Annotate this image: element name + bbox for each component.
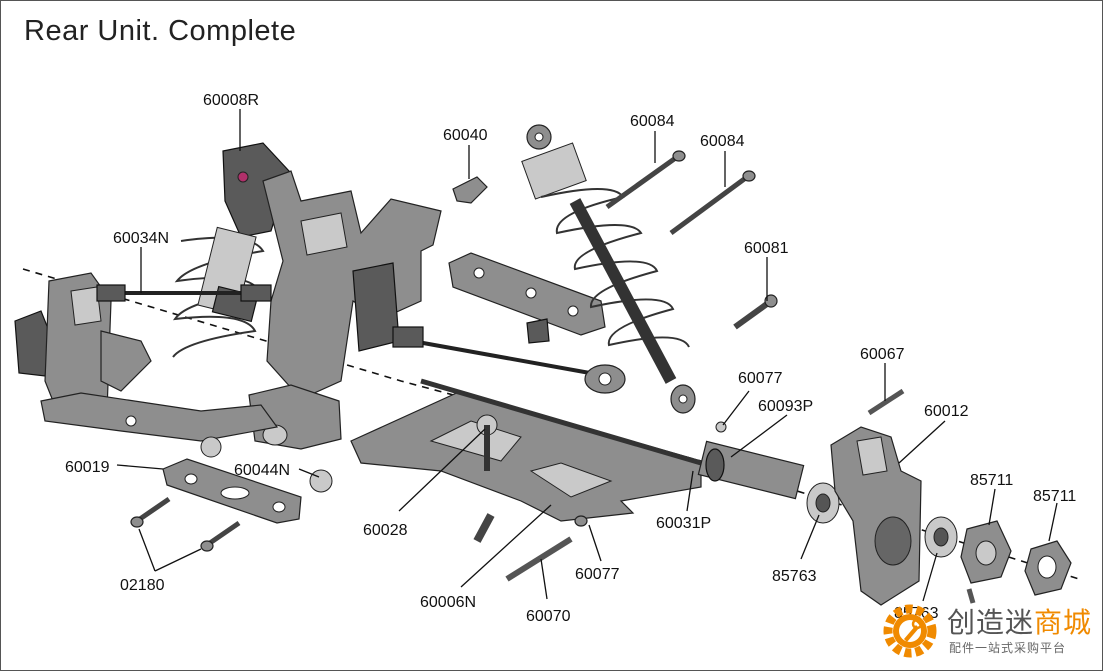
bearing-85763-a (806, 482, 840, 524)
page-title: Rear Unit. Complete (24, 15, 297, 47)
label-60084-a: 60084 (630, 113, 675, 130)
label-60034N: 60034N (113, 230, 169, 247)
label-60070: 60070 (526, 608, 571, 625)
screw-60084-a (605, 150, 686, 210)
label-60028: 60028 (363, 522, 408, 539)
label-60077-b: 60077 (575, 566, 620, 583)
screw-misc (473, 513, 588, 543)
ball-stud-60040 (452, 176, 488, 204)
watermark-tagline: 配件一站式采购平台 (949, 641, 1067, 655)
right-shock-absorber (521, 124, 696, 414)
front-hinge-block (40, 392, 279, 442)
screw-60081 (733, 294, 778, 330)
leader-lines (116, 109, 1058, 602)
label-60008R: 60008R (203, 92, 259, 109)
label-60040: 60040 (443, 127, 488, 144)
watermark-brand-main: 创造迷 (947, 606, 1035, 639)
screw-60084-b (669, 170, 756, 236)
left-hub-carrier (14, 272, 152, 422)
upper-link-rod (392, 326, 626, 394)
label-60019: 60019 (65, 459, 110, 476)
gear-wrench-icon (883, 604, 937, 658)
rear-bulkhead (248, 170, 442, 450)
lock-nut-85711 (1024, 540, 1072, 596)
drive-shaft (420, 378, 805, 500)
rear-hub-carrier (830, 426, 922, 606)
label-60031P: 60031P (656, 515, 711, 532)
watermark-brand: 创造迷商城 (947, 601, 1092, 641)
hinge-pin-holder-60019 (162, 458, 302, 524)
label-85711-b: 85711 (1033, 488, 1076, 505)
bearing-85763-b (924, 516, 958, 558)
pin-60070 (505, 536, 573, 582)
label-60081: 60081 (744, 240, 789, 257)
watermark-logo: 创造迷商城 配件一站式采购平台 (877, 599, 1097, 663)
bushing-60044N (200, 436, 333, 493)
label-85711-a: 85711 (970, 472, 1013, 489)
label-02180: 02180 (120, 577, 165, 594)
screw-02180 (130, 496, 241, 552)
label-60084-b: 60084 (700, 133, 745, 150)
camber-link-rod (96, 284, 272, 302)
label-60012: 60012 (924, 403, 969, 420)
label-60044N: 60044N (234, 462, 290, 479)
label-60067: 60067 (860, 346, 905, 363)
pin-60067 (867, 388, 905, 416)
label-85763-a: 85763 (772, 568, 817, 585)
pin-small (966, 588, 976, 604)
wheel-hex-85711 (960, 520, 1012, 584)
arm-mount-plate (448, 252, 606, 344)
lower-suspension-arm (350, 390, 702, 522)
label-60093P: 60093P (758, 398, 813, 415)
label-60006N: 60006N (420, 594, 476, 611)
watermark-brand-highlight: 商城 (1034, 606, 1093, 639)
label-60077-a: 60077 (738, 370, 783, 387)
